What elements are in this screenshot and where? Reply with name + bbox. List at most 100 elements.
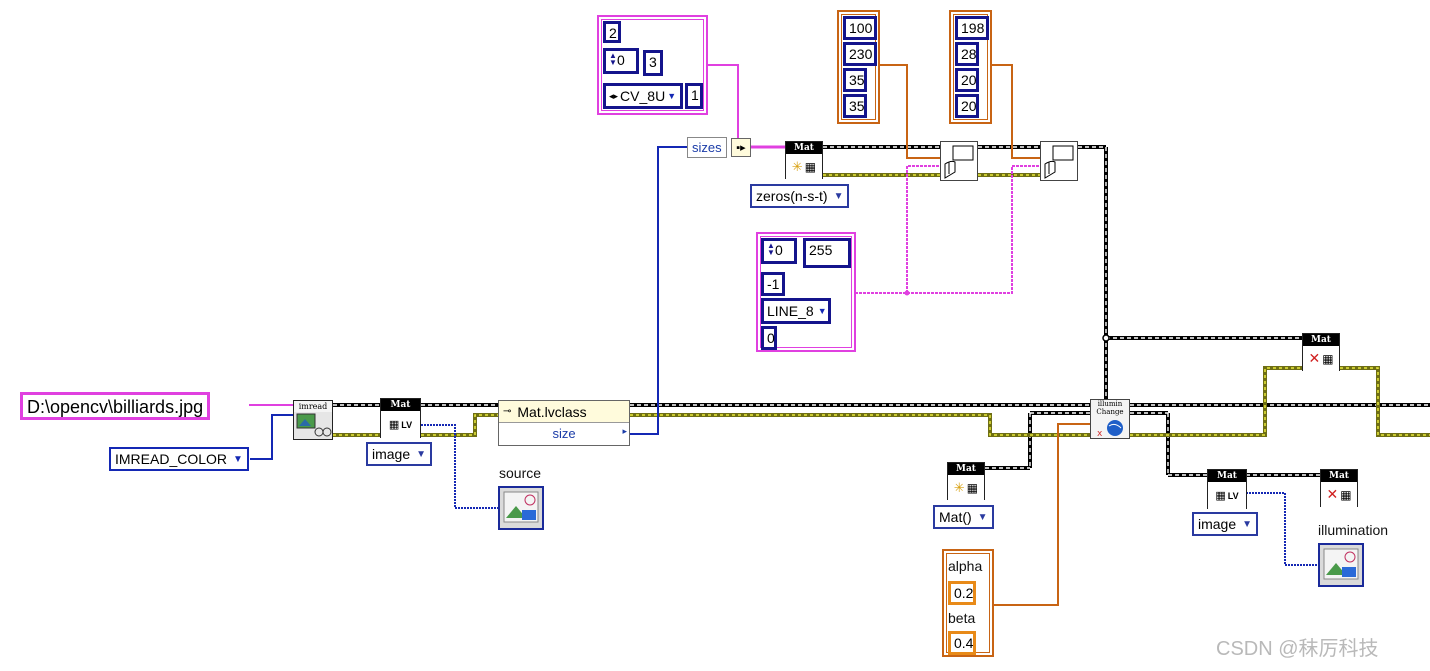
type-cluster-constant[interactable]: 2 ▲▼0 3 ◂▸ CV_8U ▼ 1 <box>597 15 708 115</box>
sizes-label: sizes <box>692 140 722 155</box>
matrix-icon: ▦ <box>1340 487 1352 502</box>
matrix-icon: ▦ <box>804 159 817 174</box>
hand-draw-icon <box>944 145 974 179</box>
image-display-icon <box>503 491 539 523</box>
color-index-value: 0 <box>775 242 783 258</box>
source-label: source <box>499 465 542 481</box>
source-image-indicator[interactable] <box>498 486 544 530</box>
bundle-icon: ▪▸ <box>731 138 751 157</box>
image-glasses-icon <box>296 413 332 437</box>
illumination-change-label-1: illumin <box>1097 400 1123 408</box>
mat-lv-output-value: image <box>372 446 411 462</box>
depth-select[interactable]: ◂▸ CV_8U ▼ <box>603 83 683 109</box>
rect1-x[interactable]: 100 <box>843 16 877 40</box>
color-index-control[interactable]: ▲▼0 <box>761 238 797 264</box>
draw-rectangle-node-1[interactable] <box>940 141 978 181</box>
spinner-icon: ▲▼ <box>767 241 775 257</box>
depth-number[interactable]: 1 <box>685 83 703 109</box>
dropdown-arrow-icon: ▼ <box>233 453 243 465</box>
alpha-value[interactable]: 0.2 <box>948 581 976 605</box>
dropdown-arrow-icon: ▼ <box>416 448 427 460</box>
wire-size <box>630 146 688 435</box>
imread-mode-constant[interactable]: IMREAD_COLOR ▼ <box>109 447 249 471</box>
mat-delete-node-bottom[interactable]: Mat ✕ ▦ <box>1320 469 1358 507</box>
illumination-change-node[interactable]: illumin Change x <box>1090 399 1130 439</box>
draw-rectangle-node-2[interactable] <box>1040 141 1078 181</box>
beta-value[interactable]: 0.4 <box>948 631 976 655</box>
rect1-height[interactable]: 35 <box>843 94 867 118</box>
rect2-width[interactable]: 20 <box>955 68 979 92</box>
sizes-node[interactable]: sizes <box>687 137 727 158</box>
mat-node-header: Mat <box>381 399 420 411</box>
rect2-cluster-constant[interactable]: 198 28 20 20 <box>949 10 992 124</box>
image-path-value: D:\opencv\billiards.jpg <box>27 397 204 417</box>
dropdown-arrow-icon: ▼ <box>667 91 677 101</box>
mat-delete-node-top[interactable]: Mat ✕ ▦ <box>1302 333 1340 371</box>
svg-text:x: x <box>1097 429 1103 438</box>
mat-property-node[interactable]: ⊸ Mat.lvclass size ▸ <box>498 400 630 446</box>
rect1-cluster-constant[interactable]: 100 230 35 35 <box>837 10 880 124</box>
matrix-icon: ▦ <box>388 419 400 431</box>
wire-rect2 <box>991 64 1040 159</box>
spinner-icon: ▲▼ <box>609 51 617 67</box>
alpha-label: alpha <box>948 558 983 574</box>
alpha-beta-cluster-constant[interactable]: alpha 0.2 beta 0.4 <box>942 549 994 657</box>
dims-value[interactable]: 2 <box>603 21 621 43</box>
wire-type <box>707 64 739 140</box>
thickness-value[interactable]: -1 <box>761 272 785 296</box>
channels-value[interactable]: 3 <box>643 50 663 76</box>
mat-empty-node[interactable]: Mat ✳ ▦ <box>947 462 985 500</box>
image-display-icon <box>1323 548 1359 580</box>
rect2-y[interactable]: 28 <box>955 42 979 66</box>
property-size-label: size <box>552 426 576 441</box>
matrix-icon: ▦ <box>1215 490 1226 502</box>
zeros-constructor-select[interactable]: zeros(n-s-t) ▼ <box>750 184 850 208</box>
line-type-select[interactable]: LINE_8 ▼ <box>761 298 831 324</box>
property-size[interactable]: size ▸ <box>499 423 629 444</box>
line-type-value: LINE_8 <box>767 303 814 319</box>
color-value[interactable]: 255 <box>803 238 851 268</box>
image-path-constant[interactable]: D:\opencv\billiards.jpg <box>20 392 211 420</box>
illumination-image-indicator[interactable] <box>1318 543 1364 587</box>
rect1-width[interactable]: 35 <box>843 68 867 92</box>
imread-mode-value: IMREAD_COLOR <box>115 451 228 467</box>
matrix-icon: ▦ <box>1322 351 1334 366</box>
lv-tag: LV <box>1227 490 1239 501</box>
mat-to-lv-node-2[interactable]: Mat ▦ LV <box>1207 469 1247 509</box>
dropdown-arrow-icon: ▼ <box>977 511 988 523</box>
dropdown-arrow-icon: ▼ <box>817 306 827 316</box>
wire-color <box>855 165 1040 294</box>
depth-value: CV_8U <box>620 88 666 104</box>
globe-icon: x <box>1097 420 1123 439</box>
delete-x-icon: ✕ <box>1326 486 1339 502</box>
mat-to-lv-node[interactable]: Mat ▦ LV <box>380 398 421 438</box>
mat-lv2-output-value: image <box>1198 516 1237 532</box>
wire-rect1 <box>879 64 940 159</box>
rect2-height[interactable]: 20 <box>955 94 979 118</box>
mat-lv-output-select[interactable]: image ▼ <box>366 442 433 466</box>
lv-tag: LV <box>401 419 413 430</box>
wire-source-image <box>421 424 500 509</box>
illumination-change-label-2: Change <box>1096 408 1124 416</box>
array-index-value: 0 <box>617 52 625 68</box>
array-index-control[interactable]: ▲▼0 <box>603 48 639 74</box>
wire-illum-image <box>1246 492 1320 566</box>
color-cluster-constant[interactable]: ▲▼0 255 -1 LINE_8 ▼ 0 <box>756 232 856 352</box>
imread-node[interactable]: imread <box>293 400 333 440</box>
dropdown-arrow-icon: ▼ <box>1242 518 1253 530</box>
shift-value[interactable]: 0 <box>761 326 777 350</box>
hand-draw-icon <box>1044 145 1074 179</box>
wire-alpha-beta <box>993 423 1092 606</box>
rect2-x[interactable]: 198 <box>955 16 989 40</box>
mat-lv2-output-select[interactable]: image ▼ <box>1192 512 1259 536</box>
mat-empty-constructor-value: Mat() <box>939 509 972 525</box>
matrix-icon: ▦ <box>966 480 979 495</box>
mat-node-header: Mat <box>1303 334 1339 346</box>
mat-node-header: Mat <box>1208 470 1246 482</box>
imread-node-label: imread <box>294 401 332 412</box>
rect1-y[interactable]: 230 <box>843 42 877 66</box>
mat-empty-constructor-select[interactable]: Mat() ▼ <box>933 505 994 529</box>
mat-zeros-node[interactable]: Mat ✳ ▦ <box>785 141 823 179</box>
illumination-label: illumination <box>1318 522 1389 538</box>
